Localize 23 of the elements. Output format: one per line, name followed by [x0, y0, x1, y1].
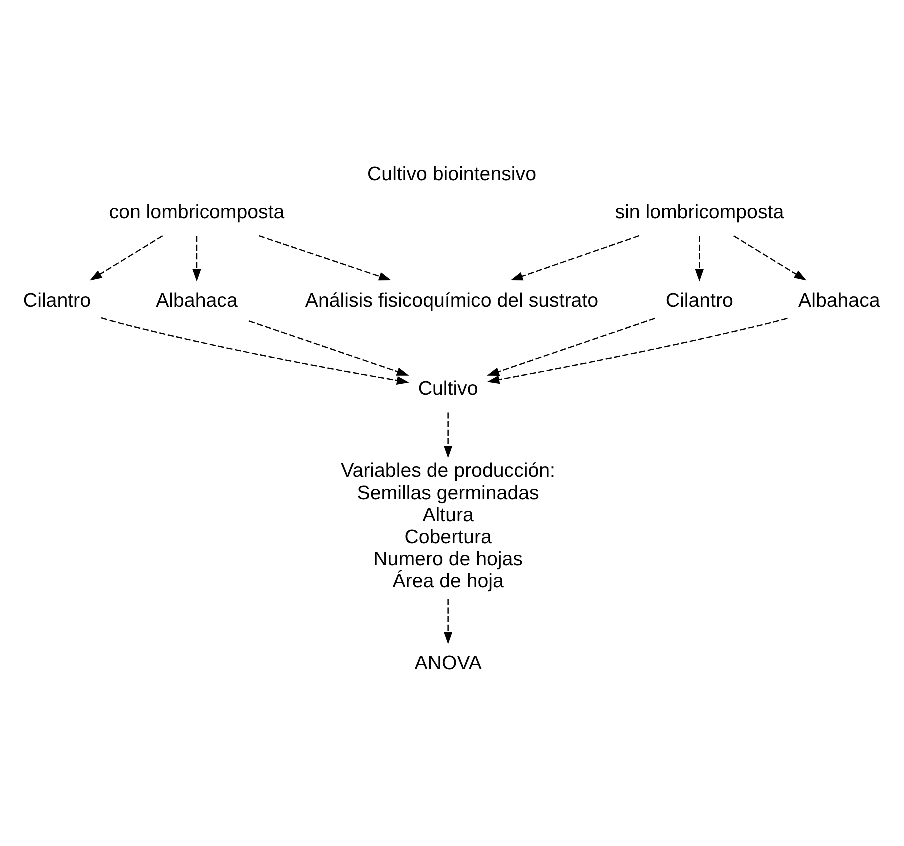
node-text: con lombricomposta — [109, 201, 285, 224]
node-text: Albahaca — [798, 289, 880, 312]
node-text: Análisis fisicoquímico del sustrato — [305, 289, 599, 312]
diagram-title: Cultivo biointensivo — [368, 163, 536, 185]
arrow — [101, 316, 410, 384]
arrow — [487, 317, 788, 384]
arrow — [192, 236, 202, 282]
arrow — [734, 235, 807, 280]
arrow — [444, 598, 453, 644]
arrow — [444, 412, 453, 458]
node-text: Cilantro — [666, 289, 734, 312]
arrow — [695, 236, 704, 282]
arrow — [258, 234, 392, 280]
arrow — [510, 234, 640, 280]
node-text: sin lombricomposta — [615, 201, 784, 224]
node-text: Cilantro — [23, 289, 92, 312]
arrow — [90, 235, 164, 280]
arrow — [487, 317, 656, 376]
node-text: Cultivo — [418, 378, 478, 400]
node-text: Albahaca — [156, 289, 238, 312]
arrow — [248, 320, 410, 376]
node-text: ANOVA — [414, 652, 482, 674]
node-text: Variables de producción: Semillas germinadas Altura Cobertura Numero de hojas Área de hoja — [341, 460, 556, 592]
